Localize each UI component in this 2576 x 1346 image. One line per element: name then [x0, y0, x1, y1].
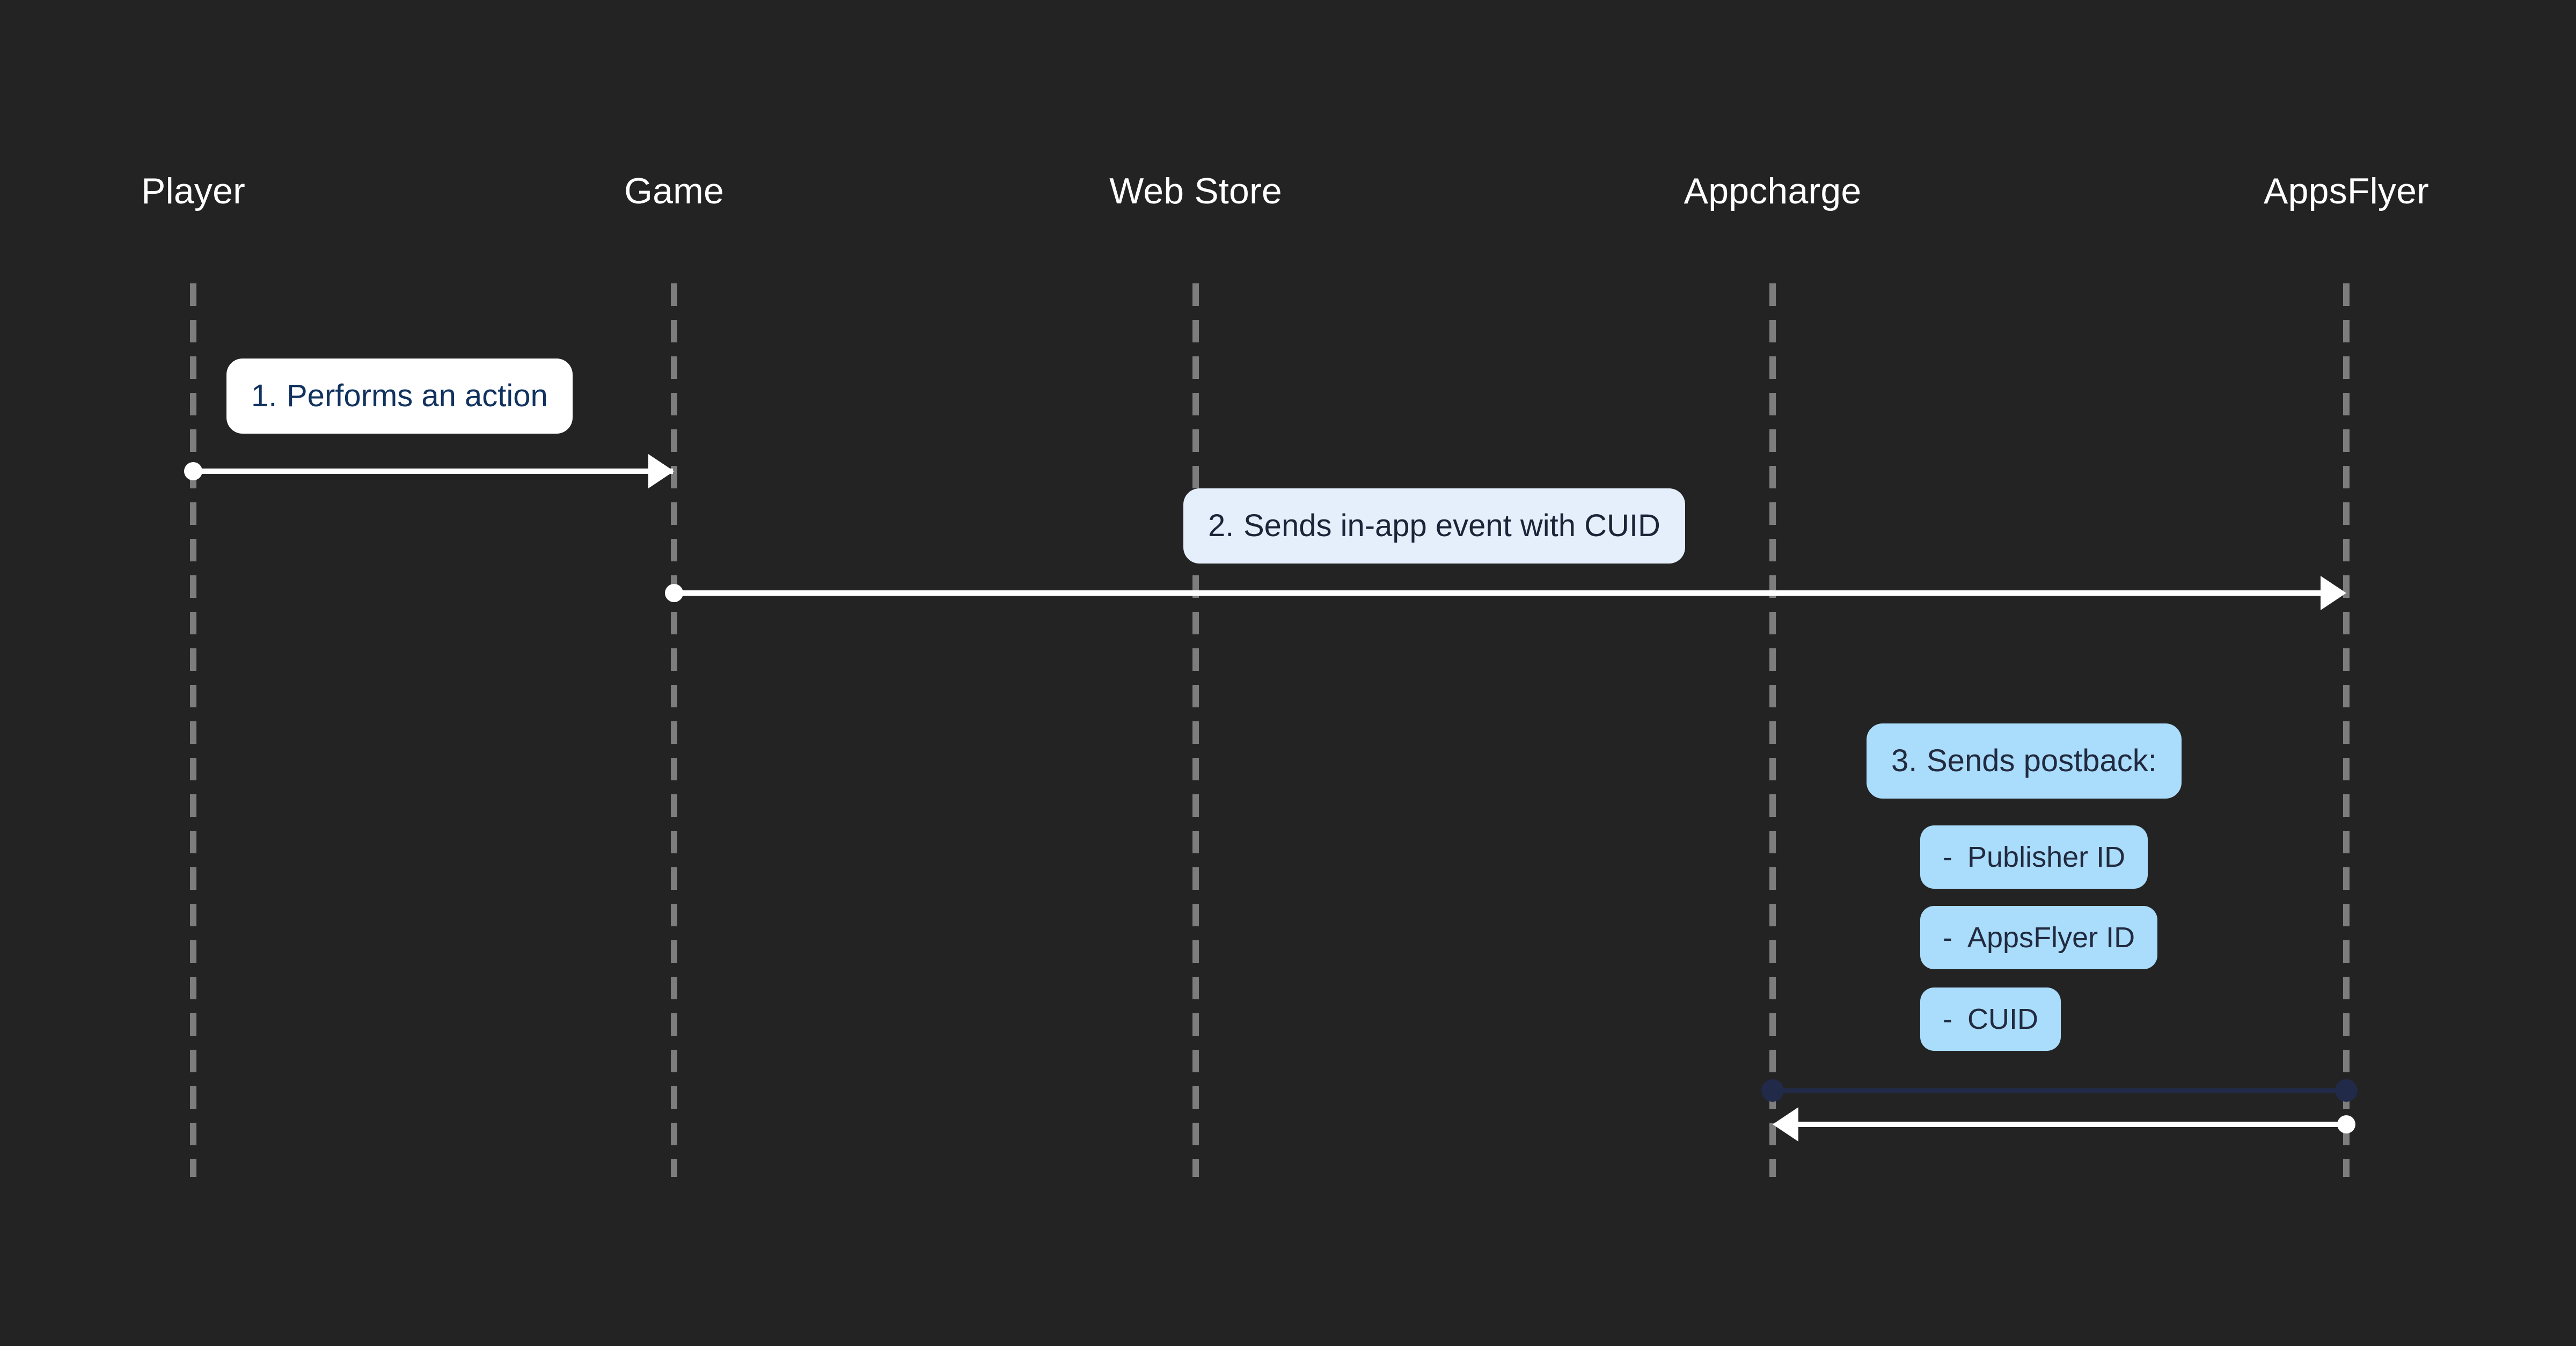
message-2-number: 2.: [1208, 508, 1234, 543]
message-arrow-line-2: [674, 590, 2321, 596]
message-arrow-origin-dot-2: [665, 584, 683, 602]
message-arrow-head-2: [2321, 576, 2346, 610]
message-bubble-2: 2. Sends in-app event with CUID: [1183, 488, 1685, 564]
participant-header-game: Game: [624, 171, 724, 211]
lifeline-game: [671, 283, 677, 1177]
message-arrow-line-1: [193, 469, 673, 474]
participant-header-appcharge: Appcharge: [1684, 171, 1862, 211]
message-2-text: Sends in-app event with CUID: [1243, 508, 1660, 543]
message-arrow-origin-dot-1: [184, 462, 202, 480]
detail-bullet-3: -: [1943, 1003, 1952, 1035]
lifeline-appcharge: [1769, 283, 1776, 1177]
message-arrow-head-1: [648, 454, 674, 488]
message-arrow-shadow-dot-right-3: [2335, 1079, 2358, 1102]
participant-header-web-store: Web Store: [1109, 171, 1282, 211]
detail-text-1: Publisher ID: [1967, 841, 2126, 873]
message-bubble-1: 1. Performs an action: [226, 359, 573, 434]
detail-bullet-2: -: [1943, 921, 1952, 954]
message-arrow-line-3: [1798, 1122, 2346, 1127]
lifeline-appsflyer: [2343, 283, 2350, 1177]
message-bubble-3: 3. Sends postback:: [1867, 723, 2182, 799]
lifeline-player: [190, 283, 196, 1177]
participant-header-player: Player: [141, 171, 245, 211]
lifeline-web-store: [1192, 283, 1199, 1177]
message-3-text: Sends postback:: [1927, 743, 2157, 778]
message-arrow-origin-dot-3: [2337, 1115, 2355, 1133]
message-arrow-shadow-line-3: [1773, 1088, 2346, 1093]
message-3-number: 3.: [1891, 743, 1918, 778]
participant-header-appsflyer: AppsFlyer: [2264, 171, 2429, 211]
message-arrow-head-3: [1773, 1107, 1798, 1142]
detail-text-3: CUID: [1967, 1003, 2038, 1035]
message-detail-bubble-cuid: - CUID: [1920, 987, 2061, 1051]
message-arrow-shadow-dot-left-3: [1761, 1079, 1784, 1102]
message-detail-bubble-appsflyer-id: - AppsFlyer ID: [1920, 906, 2158, 969]
message-1-text: Performs an action: [287, 378, 548, 413]
detail-text-2: AppsFlyer ID: [1967, 921, 2135, 954]
message-detail-bubble-publisher-id: - Publisher ID: [1920, 825, 2148, 889]
detail-bullet-1: -: [1943, 841, 1952, 873]
message-1-number: 1.: [251, 378, 277, 413]
